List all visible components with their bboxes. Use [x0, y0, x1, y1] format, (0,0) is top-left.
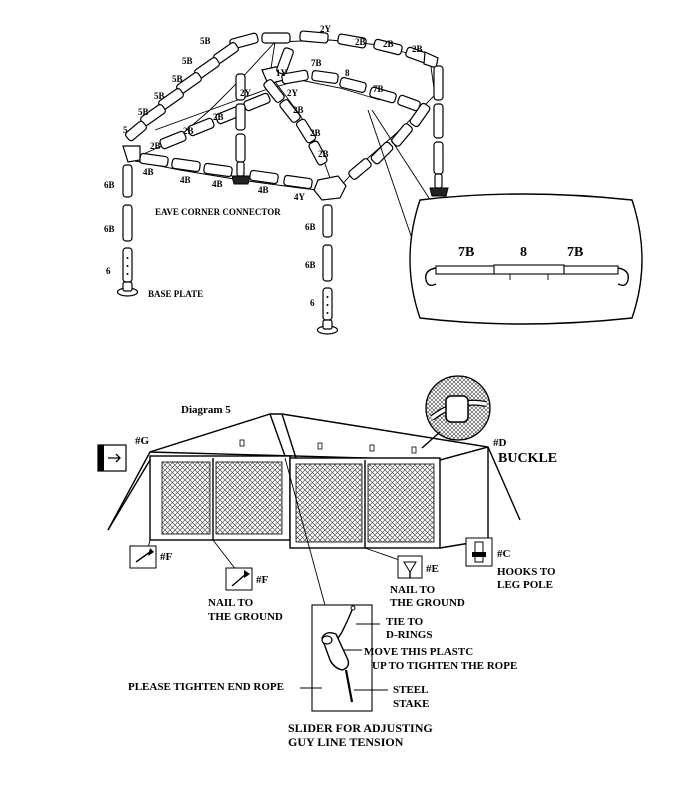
label-hooks-to: HOOKS TO: [497, 566, 556, 578]
frame-labels: 2Y 2B 2B 2B 5B 5B 5B 5B 5B 5 2B 2B 2B 1Y…: [104, 24, 423, 308]
center-vertical-poles: [231, 73, 251, 185]
label-leg-left-6b-2: 6B: [104, 224, 115, 234]
inset-callout: 7B 8 7B: [409, 193, 643, 325]
front-diagonal-poles: [263, 79, 328, 166]
right-leg: [429, 65, 449, 197]
label-left-5: 5: [123, 125, 128, 135]
f-detail-right: #F NAIL TO THE GROUND: [208, 567, 283, 623]
label-slider-a: SLIDER FOR ADJUSTING: [288, 721, 433, 735]
label-leg-left-6b-1: 6B: [104, 180, 115, 190]
label-left-5b-4: 5B: [154, 91, 165, 101]
left-roof-poles: [122, 42, 239, 163]
label-top-2b-a: 2B: [355, 37, 366, 47]
label-g: #G: [135, 435, 150, 447]
label-move-b: UP TO TIGHTEN THE ROPE: [372, 660, 517, 672]
g-detail: #G: [97, 435, 150, 472]
f-detail-left: #F: [129, 545, 173, 569]
label-top-2b-b: 2B: [383, 39, 394, 49]
label-steel-a: STEEL: [393, 684, 428, 696]
label-eave-4b-1: 4B: [143, 167, 154, 177]
label-mid-2y-b: 2Y: [287, 88, 299, 98]
label-left-2b-2: 2B: [183, 126, 194, 136]
inset-label-7b-left: 7B: [458, 245, 474, 260]
ridge-poles: [229, 30, 439, 69]
label-mid-1y: 1Y: [276, 68, 288, 78]
front-corner: [313, 175, 347, 335]
label-left-5b-2: 5B: [182, 56, 193, 66]
label-steel-b: STAKE: [393, 698, 429, 710]
slider-detail: [300, 604, 388, 712]
label-mid-2b-2: 2B: [310, 128, 321, 138]
label-tie-b: D-RINGS: [386, 629, 432, 641]
label-nail1-b: THE GROUND: [208, 611, 283, 623]
label-e: #E: [426, 563, 439, 575]
label-top-2y: 2Y: [320, 24, 332, 34]
label-buckle: BUCKLE: [498, 451, 557, 466]
label-base-plate: BASE PLATE: [148, 289, 203, 299]
label-eave-4b-2: 4B: [180, 175, 191, 185]
eave-poles: [139, 152, 313, 190]
label-leg-front-6b-1: 6B: [305, 222, 316, 232]
label-nail1-a: NAIL TO: [208, 597, 254, 609]
label-f-left: #F: [160, 551, 173, 563]
diagram-5-title: Diagram 5: [181, 404, 231, 416]
label-mid-7b-2: 7B: [373, 84, 384, 94]
label-slider-b: GUY LINE TENSION: [288, 735, 404, 749]
label-f-right: #F: [256, 574, 269, 586]
label-top-2b-c: 2B: [412, 44, 423, 54]
diagram-5: Diagram 5 #D BUCKLE #G: [97, 375, 557, 749]
inner-poles: [276, 47, 421, 112]
label-mid-2y: 2Y: [240, 88, 252, 98]
c-detail: #C HOOKS TO LEG POLE: [465, 537, 556, 591]
label-tie-a: TIE TO: [386, 616, 424, 628]
label-left-2b-3: 2B: [213, 112, 224, 122]
label-d: #D: [493, 437, 507, 449]
e-detail: #E NAIL TO THE GROUND: [390, 555, 465, 609]
label-eave-4y: 4Y: [294, 192, 306, 202]
label-leg-left-6: 6: [106, 266, 111, 276]
label-leg-front-6b-2: 6B: [305, 260, 316, 270]
label-c: #C: [497, 548, 511, 560]
label-mid-8: 8: [345, 68, 350, 78]
label-leg-pole: LEG POLE: [497, 579, 553, 591]
label-mid-2b-1: 2B: [293, 105, 304, 115]
label-left-5b-3: 5B: [172, 74, 183, 84]
label-nail2-a: NAIL TO: [390, 584, 436, 596]
right-roof-poles: [348, 102, 431, 180]
label-nail2-b: THE GROUND: [390, 597, 465, 609]
tent-walls: [149, 446, 489, 549]
buckle-detail: #D BUCKLE: [421, 375, 557, 466]
label-leg-front-6: 6: [310, 298, 315, 308]
label-left-2b-1: 2B: [150, 141, 161, 151]
label-move-a: MOVE THIS PLASTC: [364, 646, 473, 658]
label-left-5b-5: 5B: [138, 107, 149, 117]
label-mid-2b-3: 2B: [318, 149, 329, 159]
label-eave-4b-4: 4B: [258, 185, 269, 195]
inset-label-7b-right: 7B: [567, 245, 583, 260]
inset-label-8: 8: [520, 245, 527, 260]
label-eave-4b-3: 4B: [212, 179, 223, 189]
label-tighten-end-rope: PLEASE TIGHTEN END ROPE: [128, 681, 284, 693]
label-eave-corner-connector: EAVE CORNER CONNECTOR: [155, 207, 281, 217]
label-mid-7b: 7B: [311, 58, 322, 68]
frame-assembly: 2Y 2B 2B 2B 5B 5B 5B 5B 5B 5 2B 2B 2B 1Y…: [104, 24, 643, 335]
left-leg: [116, 164, 139, 297]
label-left-5b-1: 5B: [200, 36, 211, 46]
